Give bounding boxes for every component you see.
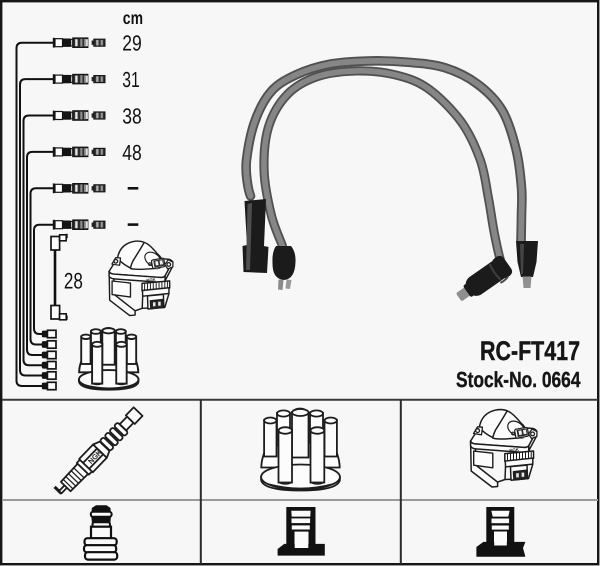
- svg-text:29: 29: [122, 31, 142, 56]
- svg-text:48: 48: [122, 140, 142, 165]
- svg-text:38: 38: [122, 103, 142, 128]
- svg-text:cm: cm: [123, 8, 143, 28]
- svg-text:31: 31: [122, 67, 140, 92]
- svg-text:28: 28: [64, 268, 83, 293]
- svg-text:RC-FT417: RC-FT417: [480, 336, 580, 366]
- svg-text:Stock-No. 0664: Stock-No. 0664: [456, 367, 581, 392]
